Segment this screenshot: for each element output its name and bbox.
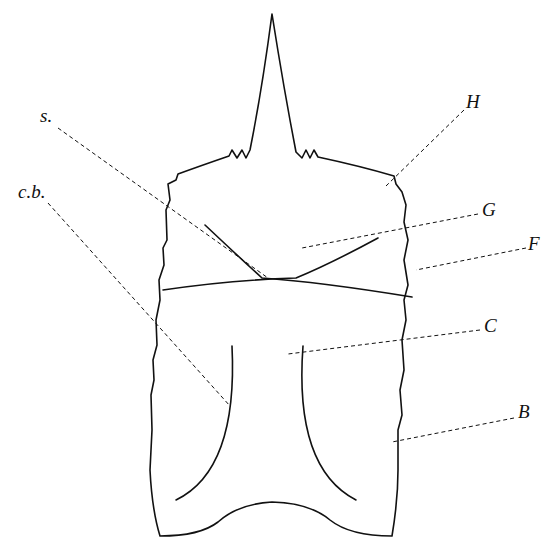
part-label: H — [466, 92, 480, 111]
groove-left — [205, 225, 412, 297]
leader-line — [302, 214, 478, 248]
cardiac-boundary-left — [176, 346, 233, 500]
leader-line — [416, 248, 526, 270]
part-label: B — [518, 402, 530, 421]
leader-line — [392, 418, 514, 442]
groove-right — [163, 238, 378, 290]
leader-line — [58, 128, 268, 278]
part-label: c.b. — [18, 182, 45, 201]
part-label: F — [528, 234, 540, 253]
carapace-outline — [150, 14, 408, 536]
leader-line — [386, 110, 464, 186]
part-label: G — [482, 200, 496, 219]
leader-line — [48, 203, 230, 406]
part-label: C — [484, 316, 497, 335]
cardiac-boundary-right — [302, 346, 356, 500]
leader-line — [288, 330, 480, 354]
part-label: s. — [40, 106, 52, 125]
